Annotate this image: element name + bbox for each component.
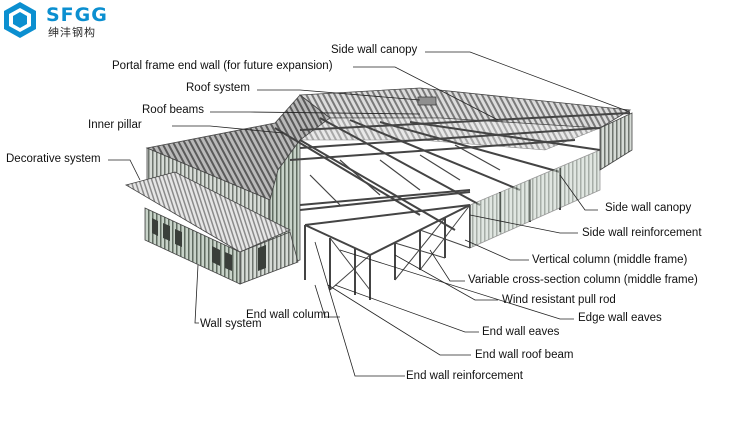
label-inner-pillar: Inner pillar <box>88 119 142 131</box>
label-side-wall-reinforcement: Side wall reinforcement <box>582 227 702 239</box>
label-end-wall-roof-beam: End wall roof beam <box>475 349 574 361</box>
annex-roof <box>124 171 291 253</box>
label-variable-column: Variable cross-section column (middle fr… <box>468 274 698 286</box>
label-end-wall-column: End wall column <box>246 309 330 321</box>
annex-side-wall <box>239 231 299 285</box>
label-roof-system: Roof system <box>186 82 250 94</box>
logo-name: SFGG <box>46 4 108 26</box>
label-end-wall-eaves: End wall eaves <box>482 326 560 338</box>
label-side-wall-canopy-top: Side wall canopy <box>331 44 418 56</box>
steel-frame <box>274 112 631 300</box>
leader-lines <box>108 51 631 377</box>
building <box>124 87 633 300</box>
annex-windows <box>152 218 266 271</box>
sfgg-logo-icon <box>4 2 36 38</box>
label-decorative-system: Decorative system <box>6 153 101 165</box>
label-portal-frame-end-wall: Portal frame end wall (for future expans… <box>112 60 333 72</box>
roof-vent <box>417 96 437 106</box>
label-vertical-column: Vertical column (middle frame) <box>532 254 688 266</box>
label-wind-pull-rod: Wind resistant pull rod <box>502 294 616 306</box>
label-wall-system: Wall system <box>200 318 262 330</box>
logo: SFGG 绅沣钢构 <box>4 2 144 40</box>
label-edge-wall-eaves: Edge wall eaves <box>578 312 662 324</box>
logo-subtitle: 绅沣钢构 <box>48 26 96 39</box>
label-roof-beams: Roof beams <box>142 104 205 116</box>
far-end-wall <box>599 112 633 171</box>
label-side-wall-canopy-right: Side wall canopy <box>605 202 692 214</box>
far-side-wall <box>469 149 601 249</box>
label-end-wall-reinforcement: End wall reinforcement <box>406 370 523 382</box>
